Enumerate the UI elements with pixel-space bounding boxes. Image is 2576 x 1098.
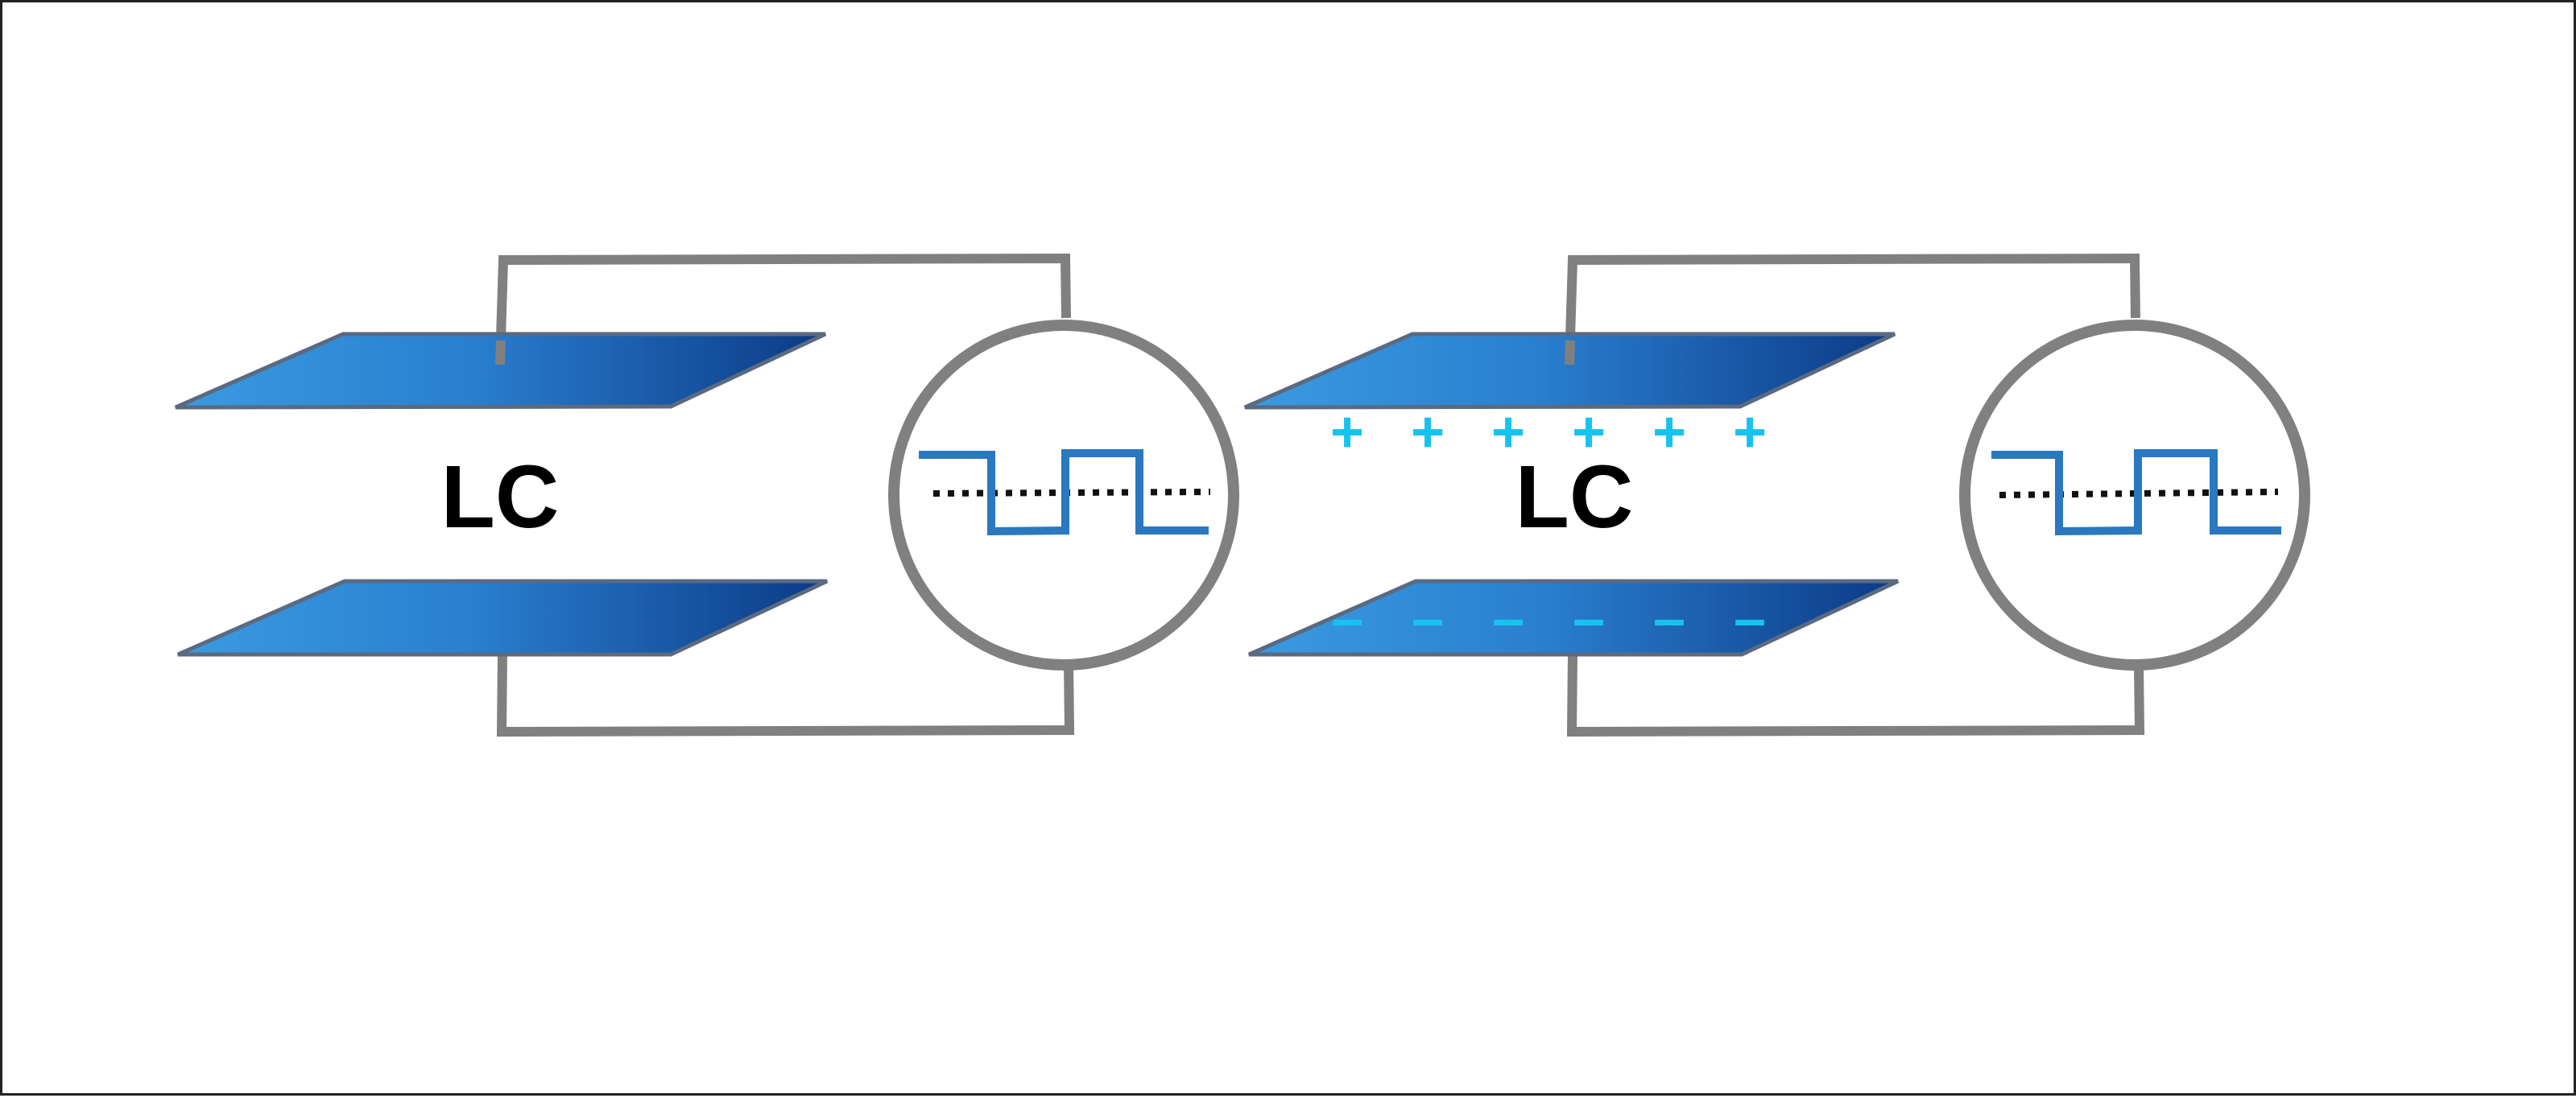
panel-charged: ++++++ –––––– LC	[1243, 253, 2310, 737]
bottom-electrode-plate	[1247, 579, 1900, 657]
liquid-crystal-label: LC	[1515, 448, 1634, 547]
positive-charge-mark: +	[1572, 400, 1606, 464]
positive-charge-mark: +	[1411, 400, 1445, 464]
positive-charges: + + + + + +	[1330, 400, 1767, 464]
positive-charge-mark: +	[1330, 400, 1364, 464]
negative-charge-mark: –	[1492, 587, 1524, 651]
negative-charge-mark: –	[1734, 587, 1766, 651]
top-wire	[1565, 253, 2140, 364]
liquid-crystal-label: LC	[441, 448, 560, 547]
zero-reference-dotted-line	[1999, 489, 2279, 498]
top-wire	[495, 253, 1071, 364]
negative-charge-mark: –	[1653, 587, 1685, 651]
square-wave-icon	[1991, 449, 2281, 536]
top-wire-contact	[1565, 340, 1575, 365]
square-wave-icon	[919, 449, 1209, 536]
negative-charges: ––––––	[1331, 587, 1766, 651]
negative-charge-mark: –	[1331, 587, 1363, 651]
bottom-wire	[496, 652, 1075, 737]
positive-charge-mark: +	[1652, 400, 1686, 464]
panel-uncharged: LC	[174, 253, 1239, 737]
top-electrode-plate	[174, 332, 827, 410]
negative-charge-mark: –	[1412, 587, 1444, 651]
bottom-electrode-plate	[176, 579, 829, 657]
bottom-wire	[1566, 652, 2145, 737]
top-wire-contact	[495, 340, 506, 365]
positive-charge-mark: +	[1733, 400, 1767, 464]
negative-charge-mark: –	[1573, 587, 1605, 651]
positive-charge-mark: +	[1491, 400, 1525, 464]
zero-reference-dotted-line	[932, 489, 1211, 497]
top-electrode-plate	[1243, 332, 1896, 410]
